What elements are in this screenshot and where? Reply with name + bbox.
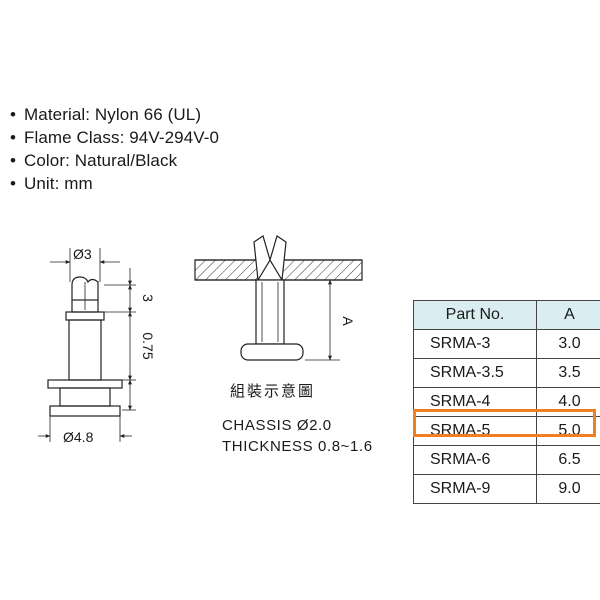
spec-list: • Material: Nylon 66 (UL) • Flame Class: 9…	[10, 103, 219, 195]
cell-part-no: SRMA-9	[413, 474, 537, 504]
cell-part-no: SRMA-5	[413, 416, 537, 446]
cell-part-no: SRMA-6	[413, 445, 537, 475]
bullet: •	[10, 105, 17, 124]
table-header-row: Part No. A	[413, 300, 600, 330]
cell-a: 5.0	[536, 416, 600, 446]
spec-text: Color: Natural/Black	[24, 151, 178, 170]
bullet: •	[10, 151, 17, 170]
header-a: A	[536, 300, 600, 330]
cell-part-no: SRMA-4	[413, 387, 537, 417]
dim-top-label: 3	[140, 294, 156, 302]
bullet: •	[10, 174, 17, 193]
spec-flame-class: • Flame Class: 94V-294V-0	[10, 126, 219, 149]
chassis-line-2: THICKNESS 0.8~1.6	[222, 438, 373, 455]
top-diameter-label: Ø3	[73, 246, 92, 262]
side-view	[38, 248, 136, 442]
spec-text: Flame Class: 94V-294V-0	[24, 128, 220, 147]
assembly-view	[194, 235, 363, 361]
spec-color: • Color: Natural/Black	[10, 149, 219, 172]
chassis-line-1: CHASSIS Ø2.0	[222, 417, 332, 434]
spec-text: Unit: mm	[24, 174, 93, 193]
dim-mid-label: 0.75	[140, 332, 156, 359]
header-part-no: Part No.	[413, 300, 537, 330]
cell-a: 6.5	[536, 445, 600, 475]
cell-a: 3.0	[536, 329, 600, 359]
chassis-spec: CHASSIS Ø2.0 THICKNESS 0.8~1.6	[222, 415, 373, 457]
cell-a: 4.0	[536, 387, 600, 417]
spec-unit: • Unit: mm	[10, 172, 219, 195]
spec-text: Material: Nylon 66 (UL)	[24, 105, 202, 124]
cell-a: 3.5	[536, 358, 600, 388]
bullet: •	[10, 128, 17, 147]
cell-a: 9.0	[536, 474, 600, 504]
base-diameter-label: Ø4.8	[63, 429, 94, 445]
assembly-caption: 組裝示意圖	[230, 382, 316, 400]
dim-a-label: A	[340, 316, 356, 326]
spec-material: • Material: Nylon 66 (UL)	[10, 103, 219, 126]
cell-part-no: SRMA-3	[413, 329, 537, 359]
cell-part-no: SRMA-3.5	[413, 358, 537, 388]
